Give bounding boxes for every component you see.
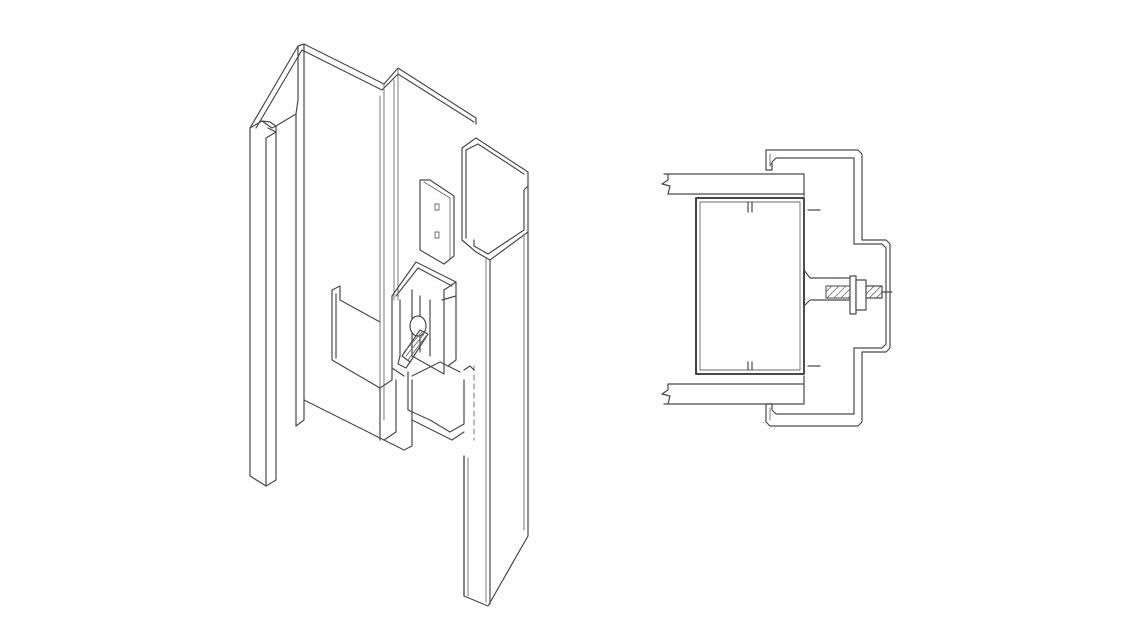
plate-hole-top xyxy=(434,203,440,211)
plan-section-view xyxy=(661,149,893,427)
bolt-washer xyxy=(849,275,857,315)
upper-flange xyxy=(661,173,805,197)
left-stud xyxy=(249,43,477,487)
section-bolt xyxy=(825,275,893,315)
section-stud-outline xyxy=(765,149,891,427)
mounting-plate xyxy=(419,179,455,265)
inner-tube xyxy=(695,197,805,375)
bottom-channel xyxy=(331,285,465,451)
bolt-nut xyxy=(855,279,867,311)
lower-flange xyxy=(661,375,805,405)
plate-hole-bottom xyxy=(434,231,440,239)
isometric-view xyxy=(249,43,529,607)
right-stud xyxy=(461,137,529,607)
web-tabs xyxy=(803,197,837,375)
fastener-bolt xyxy=(397,315,429,369)
